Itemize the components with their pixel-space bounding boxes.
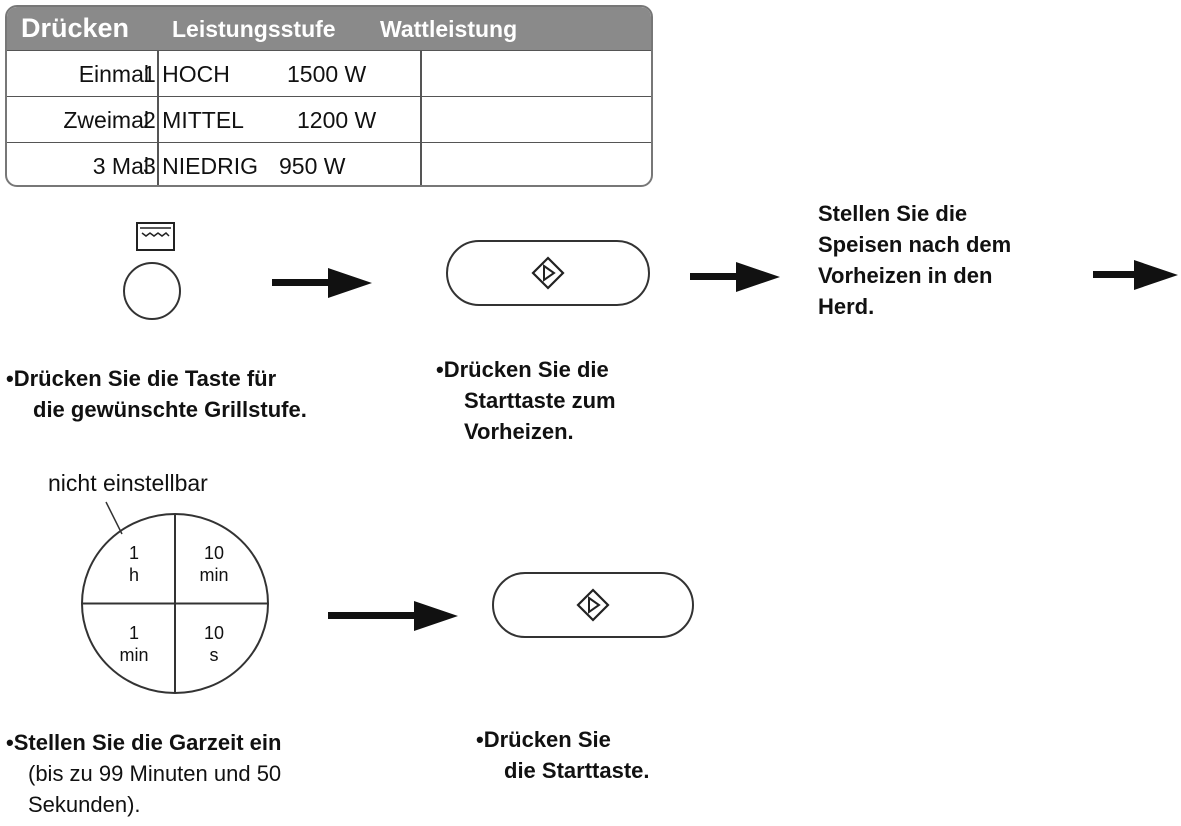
- cell-level: 1 HOCH: [143, 61, 230, 87]
- dial-label-unit: min: [199, 565, 229, 585]
- dial-label-unit: s: [209, 645, 219, 665]
- cell-press: 3 Mal: [92, 153, 149, 179]
- step-preheat: Drücken Sie die Starttaste zum Vorheizen…: [436, 354, 716, 447]
- step-grill-select: Drücken Sie die Taste für die gewünschte…: [6, 363, 406, 425]
- column-divider: [420, 50, 422, 185]
- step-text-line: Stellen Sie die: [818, 201, 968, 226]
- step-set-time: Stellen Sie die Garzeit ein (bis zu 99 M…: [6, 727, 426, 820]
- table-row: Einmal 1 HOCH 1500 W: [7, 50, 651, 97]
- header-leistungsstufe: Leistungsstufe: [172, 16, 336, 42]
- step-text-line: Herd.: [818, 294, 875, 319]
- cell-watt: 950 W: [279, 153, 346, 179]
- dial-button-1min[interactable]: 1 min: [112, 622, 156, 666]
- dial-label-num: 1: [128, 543, 139, 563]
- dial-label-num: 10: [203, 543, 225, 563]
- step-text-line: Vorheizen in den: [818, 263, 993, 288]
- cell-level: 2 MITTEL: [143, 107, 244, 133]
- power-level-table: Drücken Leistungsstufe Wattleistung Einm…: [5, 5, 653, 187]
- step-text-line: Vorheizen.: [464, 419, 574, 444]
- table-row: Zweimal 2 MITTEL 1200 W: [7, 96, 651, 143]
- step-text-line: Sekunden).: [28, 792, 141, 817]
- header-wattleistung: Wattleistung: [380, 16, 518, 42]
- dial-annotation: nicht einstellbar: [48, 470, 208, 496]
- right-arrow-icon: [1093, 260, 1178, 290]
- right-arrow-icon: [272, 268, 372, 298]
- dial-label-num: 10: [203, 623, 225, 643]
- dial-button-10min[interactable]: 10 min: [192, 542, 236, 586]
- step-start: Drücken Sie die Starttaste.: [476, 724, 756, 786]
- step-text-line: Starttaste zum: [464, 388, 616, 413]
- table-header: Drücken Leistungsstufe Wattleistung: [7, 7, 651, 50]
- dial-button-hour[interactable]: 1 h: [116, 542, 152, 586]
- cell-watt: 1200 W: [297, 107, 377, 133]
- start-button[interactable]: [492, 572, 694, 638]
- table-row: 3 Mal 3 NIEDRIG 950 W: [7, 142, 651, 185]
- grill-button[interactable]: [123, 262, 181, 320]
- annotation-leader-line: [105, 501, 123, 535]
- grill-icon: [136, 222, 176, 252]
- step-text-line: Stellen Sie die Garzeit ein: [6, 727, 426, 758]
- right-arrow-icon: [690, 262, 780, 292]
- header-druecken: Drücken: [21, 13, 130, 43]
- step-place-food: Stellen Sie die Speisen nach dem Vorheiz…: [818, 198, 1098, 322]
- step-text-line: Drücken Sie die: [436, 354, 716, 385]
- dial-label-unit: h: [128, 565, 139, 585]
- column-divider: [157, 50, 159, 185]
- cell-press: Zweimal: [63, 107, 149, 133]
- cell-watt: 1500 W: [287, 61, 367, 87]
- start-button-preheat[interactable]: [446, 240, 650, 306]
- step-text-line: die gewünschte Grillstufe.: [33, 397, 307, 422]
- dial-label-num: 1: [128, 623, 139, 643]
- cell-level: 3 NIEDRIG: [143, 153, 259, 179]
- step-text-line: Speisen nach dem: [818, 232, 1012, 257]
- time-dial: 1 h 10 min 1 min 10 s: [80, 512, 270, 695]
- step-text-line: Drücken Sie: [476, 724, 756, 755]
- cell-press: Einmal: [78, 61, 149, 87]
- start-diamond-icon: [531, 256, 565, 290]
- dial-label-unit: min: [119, 645, 149, 665]
- dial-button-10s[interactable]: 10 s: [192, 622, 236, 666]
- step-text-line: Drücken Sie die Taste für: [6, 363, 406, 394]
- right-arrow-icon: [328, 601, 458, 631]
- step-text-line: die Starttaste.: [504, 758, 650, 783]
- start-diamond-icon: [576, 588, 610, 622]
- step-text-line: (bis zu 99 Minuten und 50: [28, 761, 282, 786]
